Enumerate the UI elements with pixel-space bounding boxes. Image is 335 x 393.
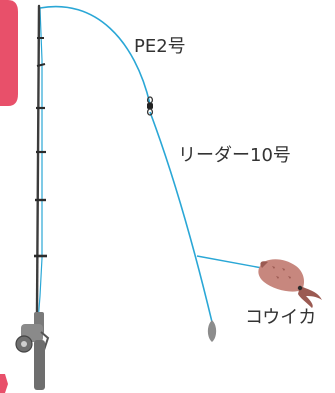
squid-icon — [258, 259, 322, 308]
rod-blank — [35, 4, 41, 314]
squid-speckles — [272, 266, 291, 279]
left-pink-corner — [0, 374, 8, 393]
swivel-ring-bottom — [146, 108, 154, 116]
branch-line — [196, 255, 263, 269]
squid-eye — [297, 285, 303, 291]
main-line-label: PE2号 — [134, 36, 186, 57]
reel — [15, 312, 50, 353]
bait-label: コウイカ — [245, 307, 316, 328]
rod-line — [37, 7, 43, 323]
reel-knob — [21, 341, 27, 347]
swivel — [146, 96, 154, 116]
squid-arms — [298, 286, 322, 308]
reel-handle — [40, 331, 50, 351]
swivel-barrel — [147, 103, 153, 109]
leader-label: リーダー10号 — [178, 145, 291, 166]
rod-guide-2 — [36, 63, 46, 67]
rod-grip — [34, 340, 45, 390]
leader-line — [149, 111, 213, 323]
squid-body — [258, 259, 304, 292]
rod-guides — [34, 37, 47, 258]
main-line — [39, 5, 151, 105]
sinker — [207, 320, 217, 342]
left-pink-tab — [0, 0, 18, 106]
squid-fin — [260, 261, 268, 268]
